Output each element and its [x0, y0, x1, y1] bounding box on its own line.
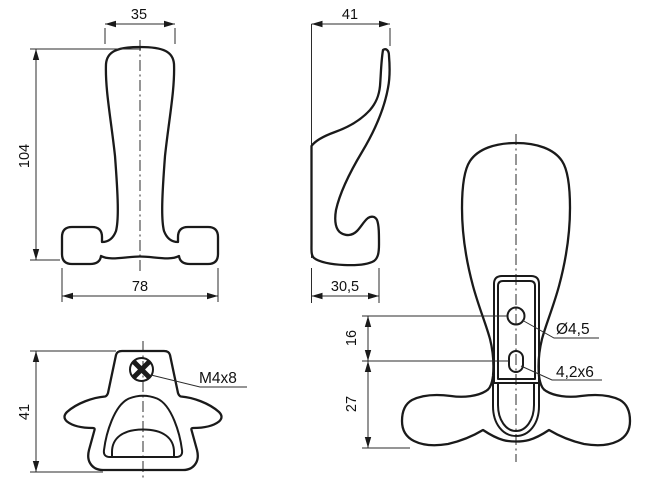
top-dim-depth: 41 [17, 350, 116, 473]
top-view-outline [63, 349, 223, 472]
top-screw-callout: M4x8 [150, 370, 247, 388]
rear-round-hole [506, 306, 526, 326]
dim-label-front-top-width: 35 [131, 7, 147, 23]
top-view: M4x8 41 [17, 341, 247, 479]
rear-tongue-inner [497, 382, 535, 432]
dim-label-side-width: 41 [342, 7, 358, 23]
side-view: 41 30,5 [310, 7, 391, 303]
rear-hole-callout: Ø4,5 [521, 319, 599, 339]
rear-view: 16 27 Ø4,5 4,2x6 [344, 134, 632, 462]
rear-slot-callout: 4,2x6 [520, 364, 602, 381]
rear-mounting-plate-inner [497, 280, 536, 380]
dim-label-side-base-depth: 30,5 [331, 279, 359, 295]
dim-label-front-height: 104 [17, 144, 33, 168]
top-view-inner-arch [102, 394, 184, 458]
label-screw: M4x8 [199, 370, 237, 387]
front-dim-height: 104 [17, 48, 141, 261]
front-view: 35 104 78 [17, 7, 220, 302]
side-dim-width: 41 [311, 7, 391, 46]
rear-mounting-plate [493, 275, 540, 384]
label-slot-size: 4,2x6 [556, 364, 594, 381]
label-hole-diameter: Ø4,5 [556, 321, 590, 338]
rear-tongue-outer [492, 382, 540, 437]
front-view-outline [60, 45, 220, 266]
front-dim-bottom-width: 78 [61, 268, 219, 302]
dim-label-top-depth: 41 [17, 404, 33, 420]
screw-head-icon [129, 357, 154, 382]
dim-label-front-bottom-width: 78 [132, 279, 148, 295]
side-dim-base-depth: 30,5 [311, 268, 380, 303]
rear-dim-holes: 16 27 [344, 315, 509, 449]
side-view-outline [310, 48, 391, 267]
top-view-inner-opening [111, 428, 175, 458]
dim-label-hole-to-bottom: 27 [344, 396, 360, 412]
front-dim-top-width: 35 [104, 7, 176, 44]
dim-label-hole-spacing: 16 [344, 330, 360, 346]
